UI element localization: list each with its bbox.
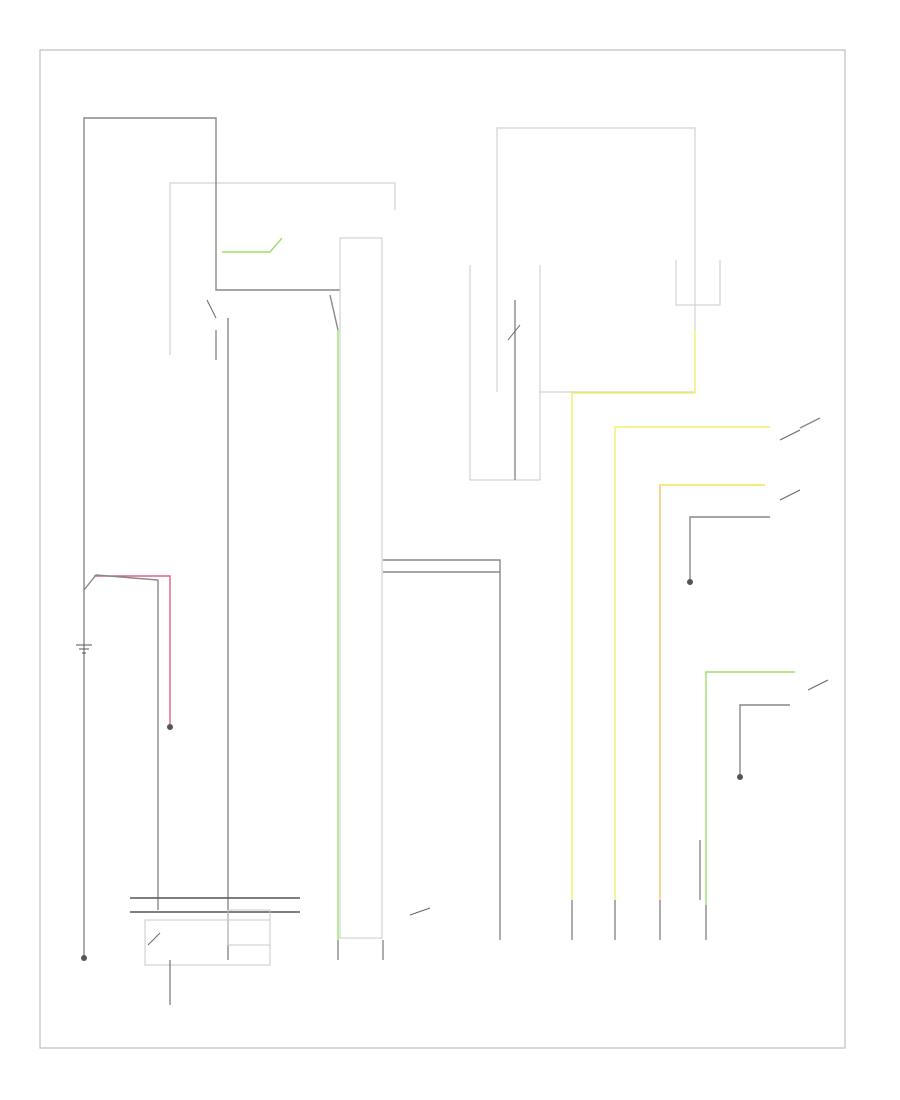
bottom-connectors bbox=[337, 840, 707, 960]
switch-icon bbox=[206, 299, 217, 319]
splice-icon bbox=[167, 724, 173, 730]
switch-icon bbox=[409, 907, 431, 916]
starter-assembly bbox=[130, 897, 300, 1005]
control-module bbox=[469, 127, 721, 481]
splice-icon bbox=[737, 774, 743, 780]
switch-icon bbox=[779, 489, 801, 501]
sensor-circuits bbox=[571, 330, 821, 900]
start-signal-circuit bbox=[329, 237, 501, 940]
splice-icon bbox=[687, 579, 693, 585]
splice-icon bbox=[81, 955, 87, 961]
ground-icon bbox=[76, 644, 92, 654]
switch-icon bbox=[807, 679, 829, 691]
switch-icon bbox=[507, 324, 521, 341]
clutch-switch-circuit bbox=[699, 671, 829, 905]
switch-icon bbox=[147, 932, 161, 946]
battery-circuit bbox=[76, 117, 396, 961]
diagram-frame bbox=[39, 49, 846, 1049]
switch-icon bbox=[779, 429, 801, 441]
